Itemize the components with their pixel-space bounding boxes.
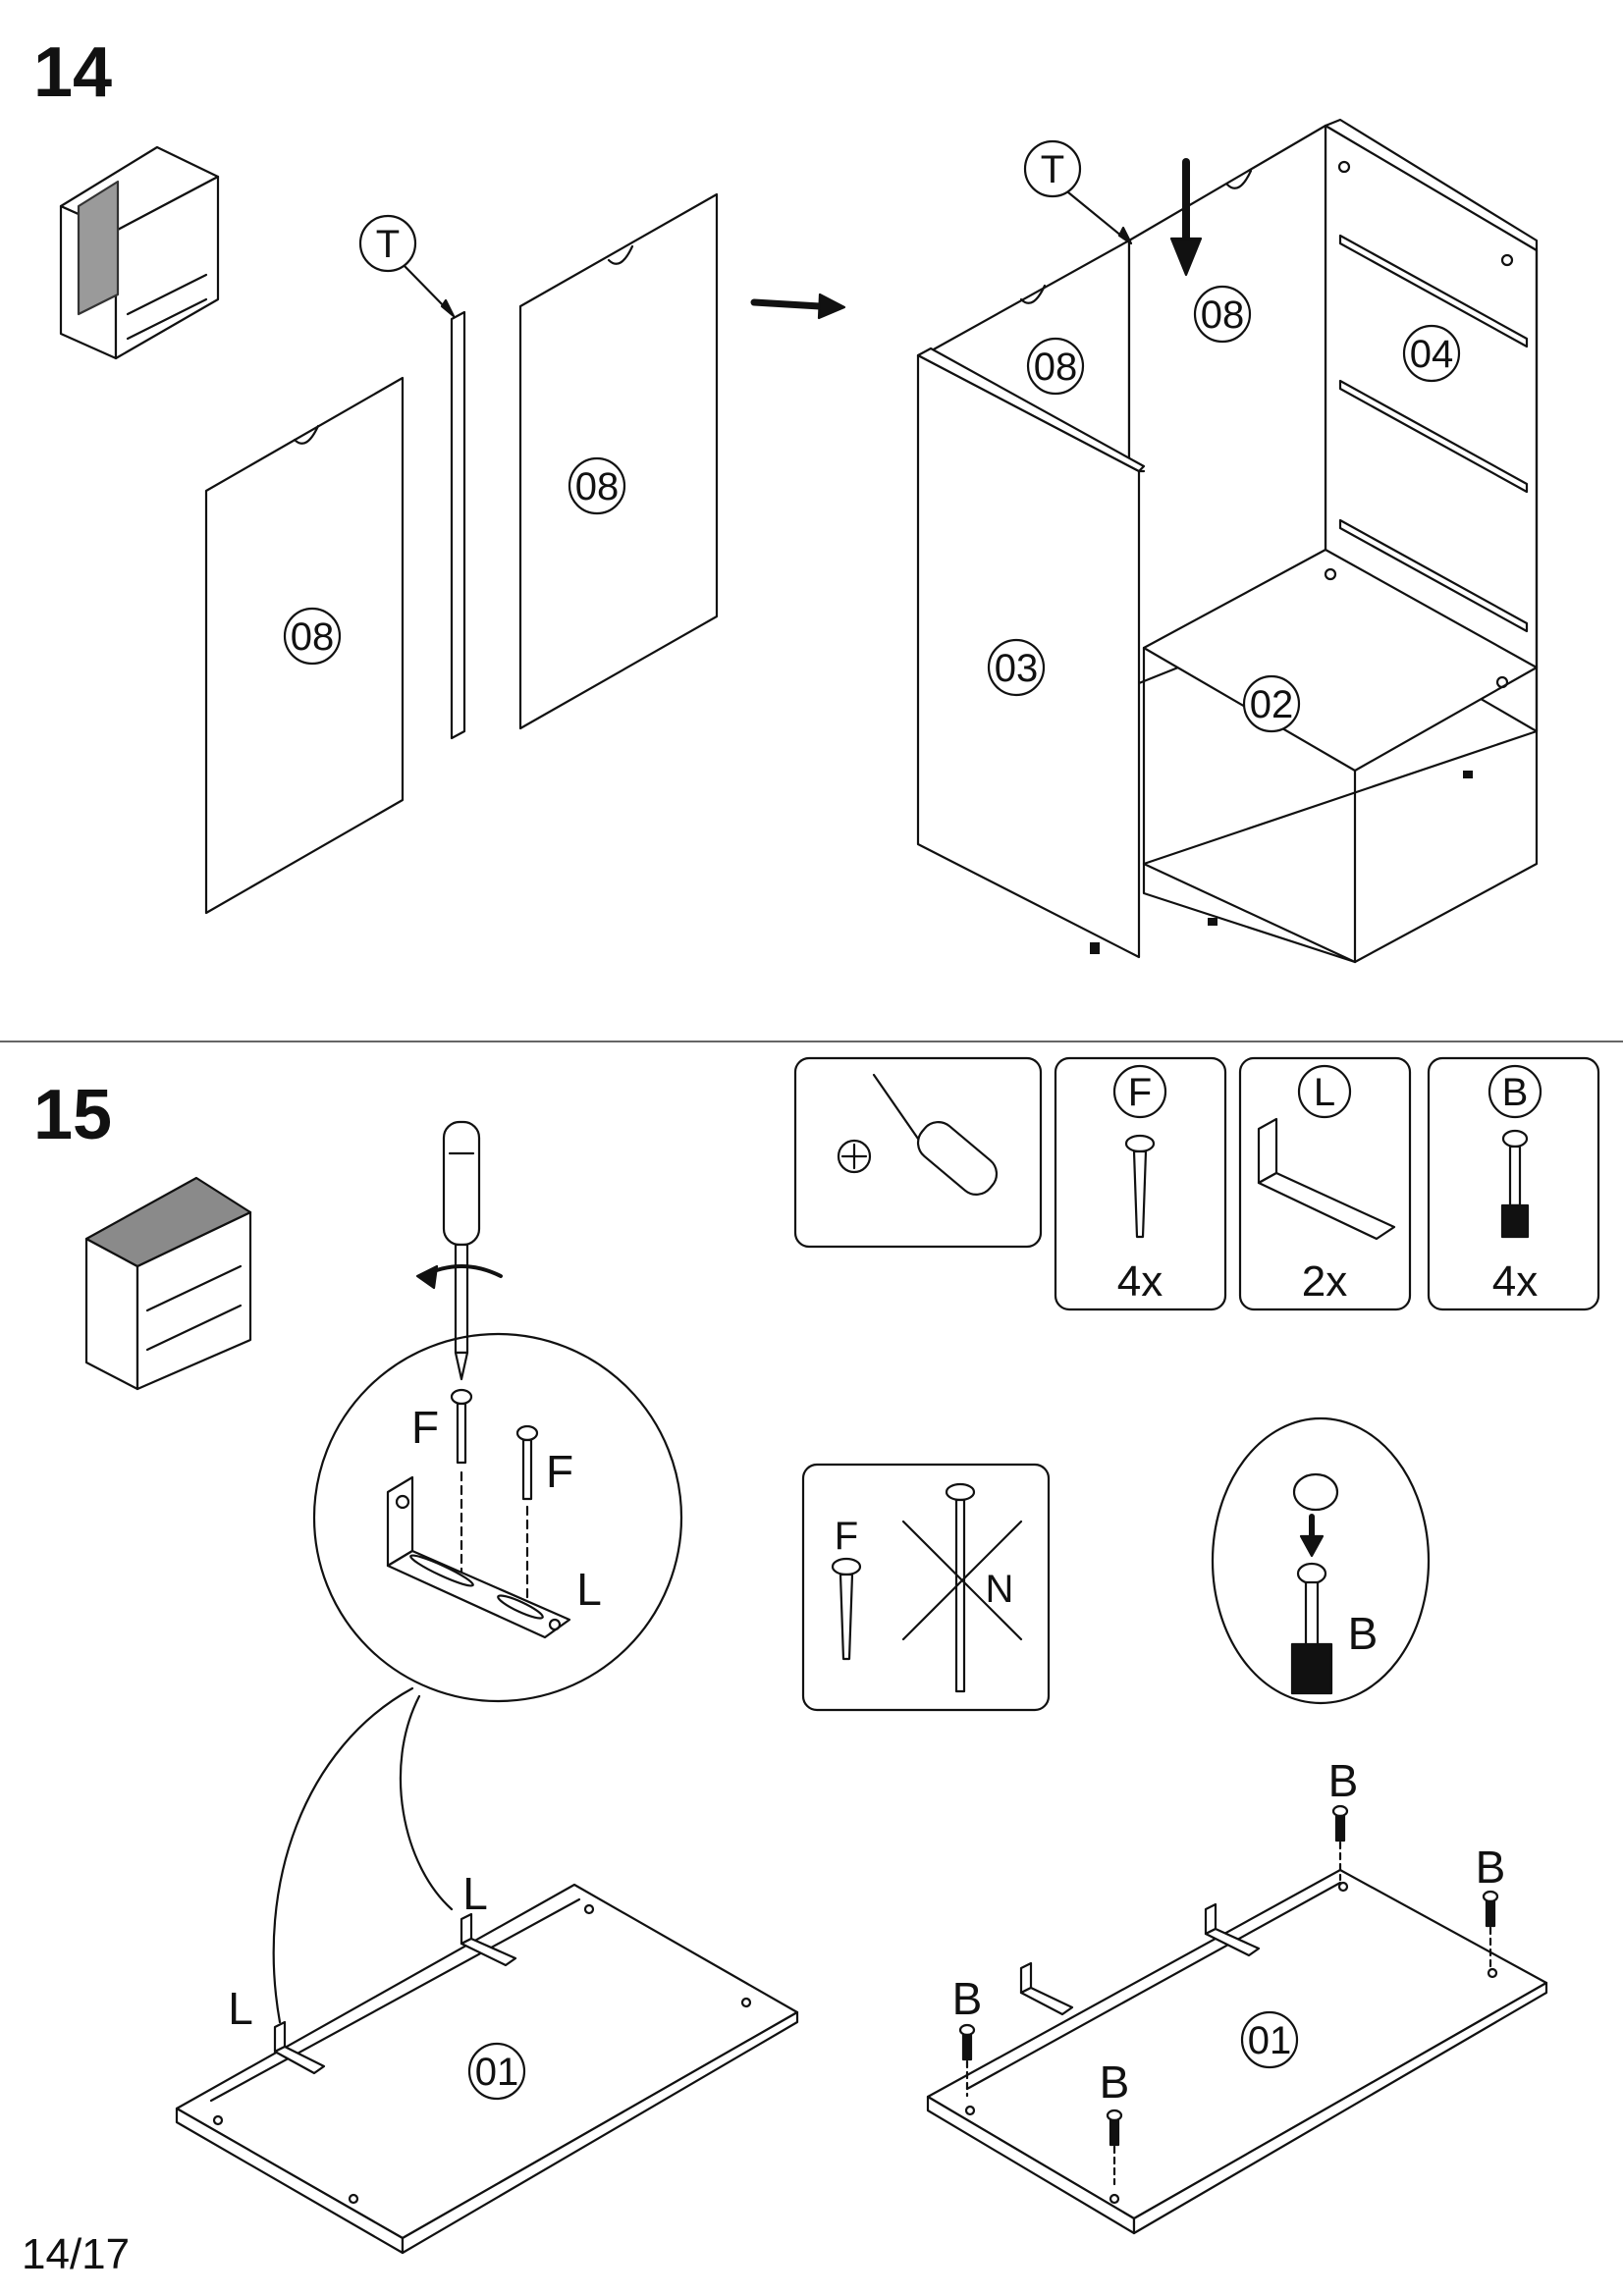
loose-panel-b <box>518 192 719 730</box>
foot-label-2: B <box>1100 2056 1130 2108</box>
step-15-number: 15 <box>33 1076 113 1154</box>
detail-label-screw-2: F <box>546 1446 573 1497</box>
foot-label-4: B <box>1476 1842 1506 1893</box>
hardware-box-tool <box>793 1056 1043 1249</box>
foot-label-1: B <box>952 1973 983 2024</box>
foot-detail-label: B <box>1348 1608 1379 1659</box>
foot-detail <box>1211 1416 1431 1705</box>
step14-thumbnail-cabinet <box>59 145 220 360</box>
detail-label-screw-1: F <box>411 1402 439 1453</box>
part-label-side-left: 03 <box>995 647 1039 690</box>
hardware-label-f: F <box>1128 1071 1152 1114</box>
detail-label-bracket: L <box>576 1564 602 1615</box>
hardware-qty-f: 4x <box>1117 1257 1163 1306</box>
step-14-number: 14 <box>33 33 113 112</box>
tool-label-right: T <box>1041 148 1064 191</box>
t-callout-right <box>1023 139 1133 245</box>
transfer-arrow <box>750 293 846 320</box>
part-label-side-right: 04 <box>1410 333 1454 376</box>
hardware-label-b: B <box>1502 1071 1529 1114</box>
part-callouts-14 <box>283 285 1461 733</box>
t-callout-left <box>358 214 456 318</box>
part-label-top-left: 01 <box>475 2051 519 2094</box>
part-label-top-right: 01 <box>1248 2019 1292 2062</box>
page-number: 14/17 <box>22 2230 131 2278</box>
top-panel-right <box>926 1804 1548 2235</box>
hardware-box-f <box>1054 1056 1227 1311</box>
part-callouts-15 <box>467 2010 1299 2101</box>
bracket-label-2: L <box>462 1868 488 1919</box>
part-label-back-left: 08 <box>1034 346 1078 389</box>
hardware-box-l <box>1238 1056 1412 1311</box>
hardware-label-l: L <box>1314 1071 1335 1114</box>
foot-label-3: B <box>1328 1755 1359 1806</box>
warning-label-not: N <box>986 1568 1014 1611</box>
bracket-label-1: L <box>228 1983 253 2034</box>
hardware-qty-b: 4x <box>1492 1257 1538 1306</box>
warning-box <box>801 1463 1051 1712</box>
part-label-bottom: 02 <box>1250 683 1294 726</box>
step-divider <box>0 1041 1623 1042</box>
assembled-cabinet <box>916 118 1539 964</box>
step15-thumbnail-cabinet <box>84 1176 252 1391</box>
screwdriver-illustration <box>415 1120 503 1381</box>
hardware-qty-l: 2x <box>1302 1257 1347 1306</box>
detail-circle <box>272 1332 683 2024</box>
connector-strip <box>450 310 466 740</box>
part-label-panel-a: 08 <box>291 615 335 659</box>
part-label-back-right: 08 <box>1201 294 1245 337</box>
warning-label-ok: F <box>835 1515 858 1558</box>
tool-label-left: T <box>376 223 400 266</box>
part-label-panel-b: 08 <box>575 465 620 508</box>
hardware-box-b <box>1427 1056 1600 1311</box>
